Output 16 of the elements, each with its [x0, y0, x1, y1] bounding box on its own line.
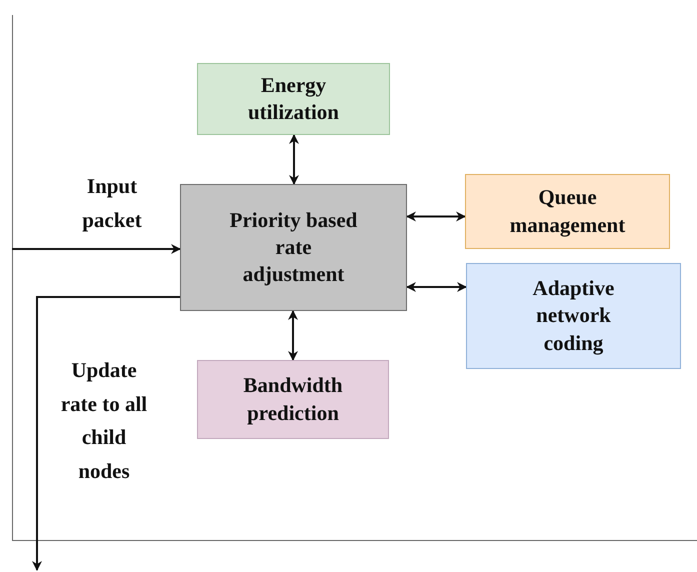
node-label: Queue management	[508, 184, 626, 239]
process-box	[180, 184, 407, 311]
node-label: Bandwidth prediction	[242, 372, 344, 426]
arrow	[406, 212, 466, 222]
arrow	[289, 134, 299, 185]
process-box	[465, 174, 670, 249]
node-label: Priority based rate adjustment	[228, 206, 358, 288]
arrow	[288, 310, 298, 361]
process-box	[197, 63, 390, 135]
node-label: Energy utilization	[246, 72, 340, 126]
process-box	[197, 360, 389, 439]
arrow	[406, 282, 467, 292]
arrow	[32, 296, 180, 571]
arrow	[12, 244, 181, 254]
node-label: Adaptive network coding	[532, 275, 616, 357]
process-box	[466, 263, 681, 369]
